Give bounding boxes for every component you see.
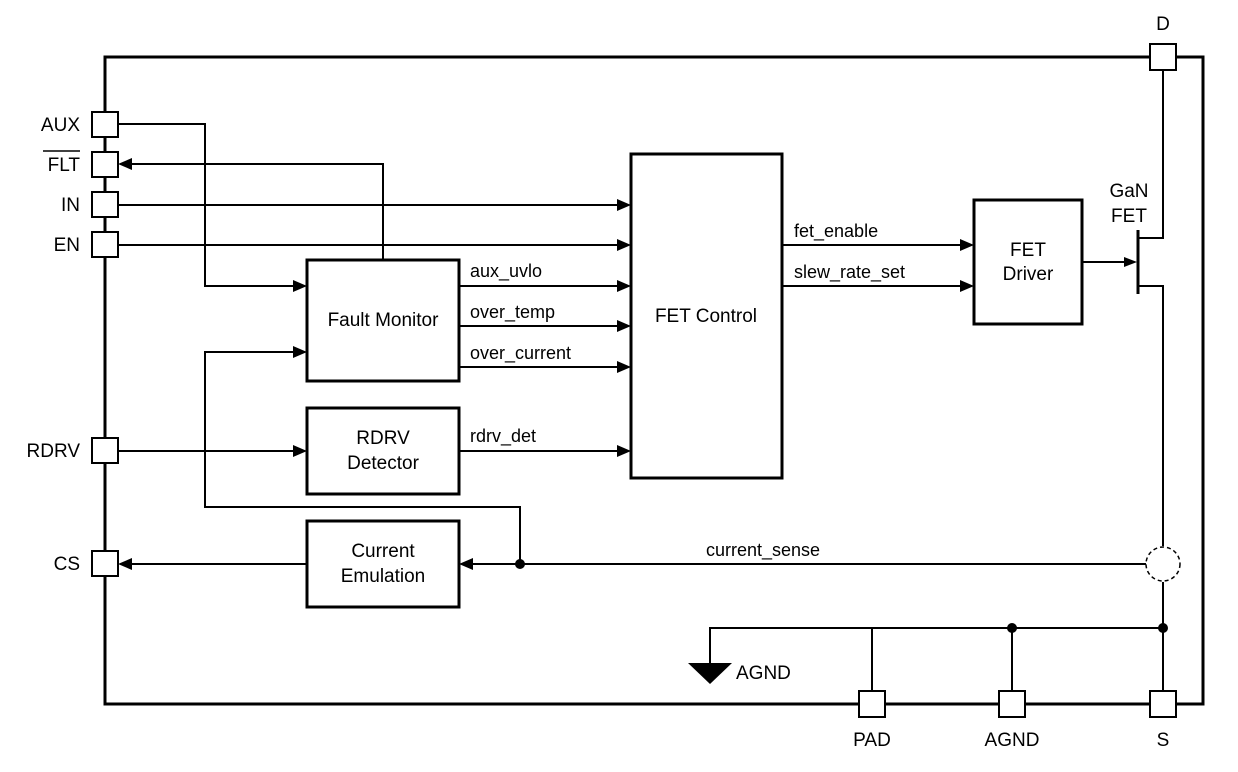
pin-label-en: EN [54,235,80,256]
fet-driver-label-2: Driver [1003,264,1054,285]
current-emulation-label-1: Current [351,541,415,562]
pin-aux [91,111,119,138]
pin-in [91,191,119,218]
arrow-en [617,239,631,251]
arrow-current-sense [459,558,473,570]
wire-fault-monitor-flt [131,163,384,260]
wire-current-to-fault-monitor [204,351,521,564]
signal-fet-enable: fet_enable [794,221,878,242]
gan-fet-drain [1138,70,1164,239]
chip-outline [103,55,1205,706]
pin-label-s: S [1157,730,1170,751]
arrow-over-temp [617,320,631,332]
ground-symbol [688,663,732,684]
rdrv-detector-label-2: Detector [347,453,419,474]
pin-flt [91,151,119,178]
pin-label-d: D [1156,14,1170,35]
fet-driver-block [972,198,1084,326]
junction-agnd [1007,623,1017,633]
gan-fet-label-2: FET [1111,206,1147,227]
pin-s [1149,690,1177,718]
junction-source [1158,623,1168,633]
ground-label: AGND [736,663,791,684]
arrow-gate [1124,257,1137,267]
pin-label-agnd: AGND [985,730,1040,751]
rdrv-detector-block [305,406,461,496]
pin-en [91,231,119,258]
arrow-slew-rate-set [960,280,974,292]
pin-label-pad: PAD [853,730,891,751]
fet-driver-label-1: FET [1010,240,1046,261]
pin-agnd [998,690,1026,718]
signal-aux-uvlo: aux_uvlo [470,261,542,282]
fet-control-block [629,152,784,480]
current-emulation-label-2: Emulation [341,566,426,587]
pin-pad [858,690,886,718]
pin-rdrv [91,437,119,464]
rdrv-detector-label-1: RDRV [356,428,410,449]
pin-label-aux: AUX [41,115,80,136]
signal-over-current: over_current [470,343,571,364]
arrow-cs [118,558,132,570]
gan-fet-label-1: GaN [1109,181,1148,202]
arrow-current-fault-monitor [293,346,307,358]
signal-current-sense: current_sense [706,540,820,561]
wire-ground-bus [709,627,1163,663]
fault-monitor-block [305,258,461,383]
fault-monitor-label: Fault Monitor [328,310,440,331]
pin-cs [91,550,119,577]
signal-rdrv-det: rdrv_det [470,426,536,447]
current-sense-probe [1145,546,1181,582]
arrow-flt [118,158,132,170]
arrow-in [617,199,631,211]
arrow-over-current [617,361,631,373]
arrow-fet-enable [960,239,974,251]
fet-control-label: FET Control [655,306,757,327]
current-emulation-block [305,519,461,609]
pin-d [1149,43,1177,71]
arrow-rdrv-det [617,445,631,457]
gan-fet-source [1138,285,1164,546]
arrow-rdrv [293,445,307,457]
pin-label-rdrv: RDRV [27,441,81,462]
pin-label-in: IN [61,195,80,216]
arrow-aux-fault-monitor [293,280,307,292]
pin-label-cs: CS [54,554,80,575]
signal-over-temp: over_temp [470,302,555,323]
signal-slew-rate-set: slew_rate_set [794,262,905,283]
pin-label-flt: FLT [48,155,81,176]
arrow-aux-uvlo [617,280,631,292]
